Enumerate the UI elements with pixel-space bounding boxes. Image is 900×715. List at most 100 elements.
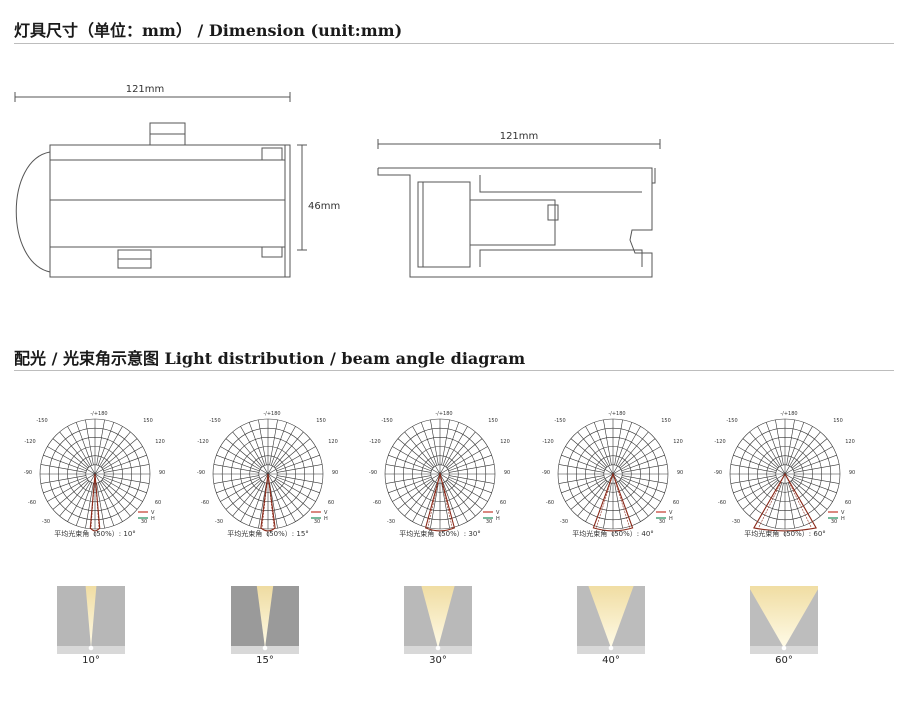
legend-v-label: V: [669, 510, 673, 516]
polar-spoke: [737, 446, 786, 475]
polar-tick-label: 60: [673, 500, 679, 506]
beam-angle-label-3: 30°: [429, 655, 447, 666]
polar-spoke: [220, 446, 269, 475]
polar-tick-label: 0: [438, 532, 441, 538]
polar-spoke: [565, 446, 614, 475]
polar-tick-label: -30: [387, 519, 395, 525]
polar-spoke: [742, 438, 779, 469]
polar-spoke: [749, 431, 780, 468]
polar-spoke: [267, 426, 296, 475]
beam-illustration-1: [57, 586, 125, 654]
polar-spoke: [561, 476, 605, 494]
polar-spoke: [787, 482, 805, 526]
polar-spoke: [439, 446, 488, 475]
polar-tick-label: -90: [369, 470, 377, 476]
polar-tick-label: -150: [726, 418, 737, 424]
polar-spoke: [59, 480, 90, 517]
polar-spoke: [793, 454, 837, 472]
beam-angle-label-2: 15°: [256, 655, 274, 666]
polar-spoke: [615, 422, 633, 466]
polar-tick-label: -60: [201, 500, 209, 506]
light-source: [781, 645, 787, 651]
polar-tick-label: -90: [24, 470, 32, 476]
beam-lobe-v: [260, 473, 276, 532]
polar-spoke: [420, 422, 438, 466]
polar-spoke: [240, 473, 269, 522]
polar-spoke: [40, 475, 87, 484]
polar-caption-1: 平均光束角（50%）: 10°: [54, 530, 136, 538]
polar-spoke: [225, 479, 262, 510]
polar-spoke: [765, 482, 783, 526]
polar-tick-label: -30: [560, 519, 568, 525]
polar-spoke: [388, 454, 432, 472]
polar-tick-label: 60: [328, 500, 334, 506]
polar-tick-label: 150: [661, 418, 671, 424]
polar-spoke: [94, 446, 143, 475]
legend-v-label: V: [324, 510, 328, 516]
polar-tick-label: -/+180: [435, 411, 452, 417]
polar-tick-label: -90: [197, 470, 205, 476]
polar-spoke: [43, 476, 87, 494]
polar-spoke: [258, 419, 267, 466]
side-height-label: 46mm: [308, 201, 340, 212]
polar-tick-label: -120: [24, 439, 35, 445]
beam-angle-label-5: 60°: [775, 655, 793, 666]
polar-spoke: [621, 454, 665, 472]
beam-lobe-v: [424, 471, 456, 532]
legend-v-label: V: [151, 510, 155, 516]
beam-angle-label-4: 40°: [602, 655, 620, 666]
polar-tick-label: -60: [28, 500, 36, 506]
polar-spoke: [276, 476, 320, 494]
polar-spoke: [385, 464, 432, 473]
polar-tick-label: 120: [500, 439, 510, 445]
polar-spoke: [420, 482, 438, 526]
polar-tick-label: 120: [155, 439, 165, 445]
legend-h-label: H: [669, 516, 673, 522]
polar-spoke: [52, 479, 89, 510]
polar-spoke: [392, 446, 441, 475]
polar-spoke: [430, 419, 439, 466]
polar-spoke: [619, 438, 656, 469]
polar-spoke: [75, 482, 93, 526]
light-section-title: 配光 / 光束角示意图 Light distribution / beam an…: [14, 349, 526, 368]
polar-tick-label: 30: [831, 519, 837, 525]
polar-spoke: [75, 422, 93, 466]
legend-h-label: H: [151, 516, 155, 522]
polar-spoke: [733, 476, 777, 494]
polar-tick-label: -120: [542, 439, 553, 445]
beam-illustration-2: [231, 586, 299, 654]
polar-tick-label: -30: [732, 519, 740, 525]
polar-spoke: [412, 426, 441, 475]
polar-spoke: [612, 446, 661, 475]
polar-tick-label: 120: [845, 439, 855, 445]
polar-spoke: [577, 431, 608, 468]
polar-spoke: [565, 473, 614, 502]
polar-spoke: [85, 482, 94, 529]
polar-spoke: [730, 464, 777, 473]
polar-spoke: [225, 438, 262, 469]
beam-illustration-3: [404, 586, 472, 654]
polar-spoke: [621, 464, 668, 473]
polar-tick-label: 120: [328, 439, 338, 445]
section-view-drawing: 121mm: [377, 131, 661, 278]
legend-h-label: H: [324, 516, 328, 522]
side-length-label: 121mm: [126, 84, 165, 95]
polar-tick-label: -150: [381, 418, 392, 424]
polar-spoke: [430, 482, 439, 529]
polar-spoke: [593, 422, 611, 466]
polar-tick-label: 150: [488, 418, 498, 424]
polar-spoke: [784, 473, 833, 502]
polar-spoke: [47, 446, 96, 475]
polar-tick-label: 150: [316, 418, 326, 424]
polar-spoke: [269, 419, 278, 466]
beam-lobe-h: [90, 473, 100, 528]
polar-tick-label: -150: [554, 418, 565, 424]
polar-spoke: [267, 446, 316, 475]
beam-lobe-h: [596, 473, 630, 528]
polar-tick-label: -120: [369, 439, 380, 445]
polar-spoke: [730, 475, 777, 484]
polar-tick-label: 90: [849, 470, 855, 476]
polar-tick-label: 0: [783, 532, 786, 538]
